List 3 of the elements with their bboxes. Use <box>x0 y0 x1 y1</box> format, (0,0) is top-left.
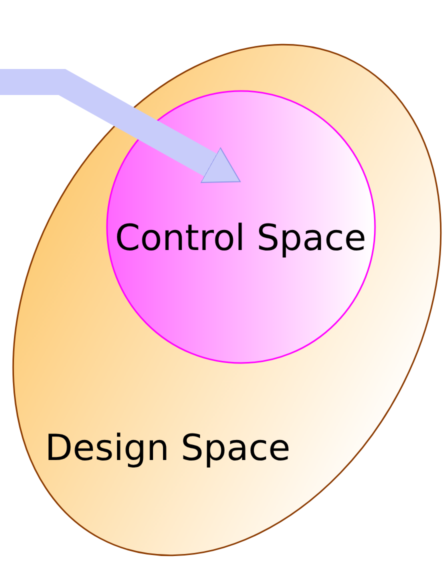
design-space-label: Design Space <box>45 428 290 469</box>
control-space-label: Control Space <box>115 218 366 259</box>
arrow <box>0 69 241 183</box>
